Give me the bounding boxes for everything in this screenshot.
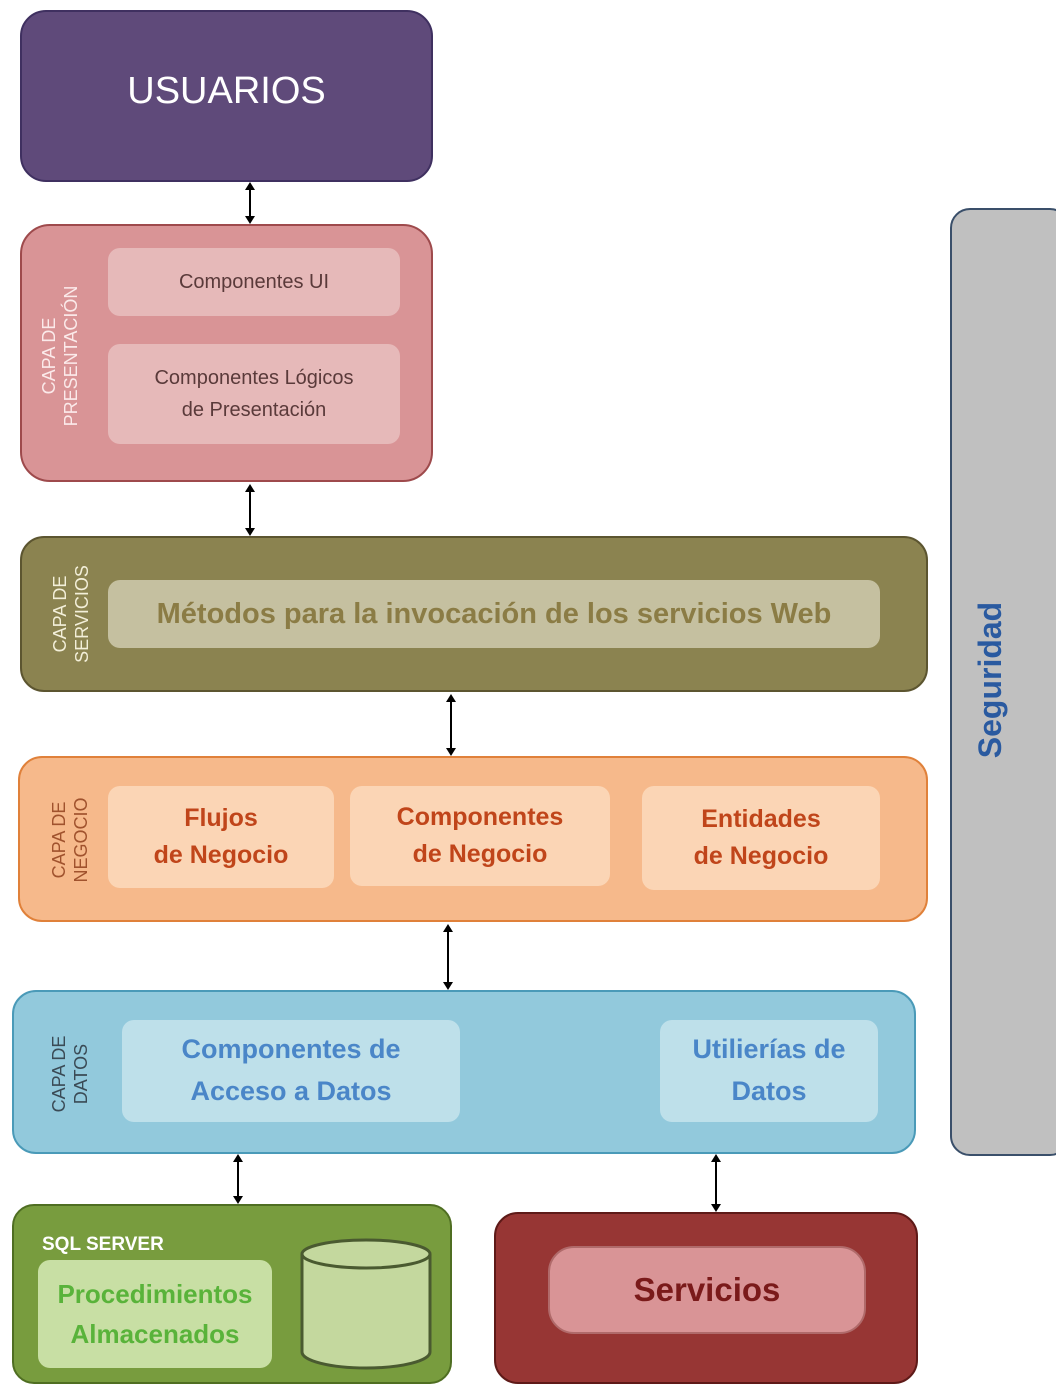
presentation-logic-components: Componentes Lógicos de Presentación	[108, 344, 400, 444]
business-flows-line2: de Negocio	[153, 841, 289, 869]
presentation-title-line1: CAPA DE	[38, 317, 59, 395]
business-flows: Flujos de Negocio	[108, 786, 334, 888]
presentation-title-line2: PRESENTACIÓN	[61, 285, 81, 427]
data-access-line1: Componentes de	[181, 1034, 401, 1065]
business-components: Componentes de Negocio	[350, 786, 610, 886]
services-layer: CAPA DE SERVICIOS Métodos para la invoca…	[20, 536, 928, 692]
presentation-layer: CAPA DE PRESENTACIÓN Componentes UI Comp…	[20, 224, 433, 482]
business-layer-title: CAPA DE NEGOCIO	[44, 772, 96, 908]
arrow-usuarios-presentacion	[245, 182, 255, 224]
security-bar: Seguridad	[950, 208, 1056, 1156]
business-entities-line1: Entidades	[701, 804, 821, 833]
arrow-servicios-negocio	[446, 694, 456, 756]
arrow-datos-sql	[233, 1154, 243, 1204]
arrow-datos-servicios	[711, 1154, 721, 1212]
stored-procedures-line1: Procedimientos	[57, 1278, 253, 1309]
data-utilities-line1: Utilierías de	[692, 1034, 846, 1065]
usuarios-label: USUARIOS	[127, 70, 326, 112]
data-layer: CAPA DE DATOS Componentes de Acceso a Da…	[12, 990, 916, 1154]
business-layer: CAPA DE NEGOCIO Flujos de Negocio Compon…	[18, 756, 928, 922]
external-services-box: Servicios	[494, 1212, 918, 1384]
data-utilities-line2: Datos	[731, 1076, 807, 1106]
business-entities: Entidades de Negocio	[642, 786, 880, 890]
database-cylinder-icon	[300, 1238, 432, 1370]
sql-server-box: SQL SERVER Procedimientos Almacenados	[12, 1204, 452, 1384]
data-access-line2: Acceso a Datos	[190, 1076, 392, 1106]
services-title-line1: CAPA DE	[49, 575, 70, 653]
business-flows-line1: Flujos	[184, 803, 258, 832]
web-services-methods: Métodos para la invocación de los servic…	[108, 580, 880, 648]
presentation-layer-title: CAPA DE PRESENTACIÓN	[34, 268, 86, 444]
security-label: Seguridad	[972, 601, 1008, 759]
external-services-label: Servicios	[633, 1271, 781, 1308]
usuarios-box: USUARIOS	[20, 10, 433, 182]
stored-procedures-line2: Almacenados	[70, 1319, 240, 1349]
business-components-line1: Componentes	[396, 802, 564, 831]
arrow-presentacion-servicios	[245, 484, 255, 536]
business-components-line2: de Negocio	[412, 840, 548, 868]
stored-procedures: Procedimientos Almacenados	[38, 1260, 272, 1368]
services-title-line2: SERVICIOS	[72, 565, 92, 663]
data-title-line1: CAPA DE	[48, 1035, 69, 1113]
external-services-inner: Servicios	[548, 1246, 866, 1334]
data-title-line2: DATOS	[71, 1043, 91, 1105]
ui-components-label: Componentes UI	[178, 270, 330, 293]
services-layer-title: CAPA DE SERVICIOS	[45, 547, 97, 681]
business-title-line2: NEGOCIO	[71, 797, 91, 883]
presentation-logic-line2: de Presentación	[181, 399, 327, 421]
sql-server-title: SQL SERVER	[42, 1234, 164, 1255]
arrow-negocio-datos	[443, 924, 453, 990]
ui-components: Componentes UI	[108, 248, 400, 316]
business-title-line1: CAPA DE	[48, 801, 69, 879]
data-access-components: Componentes de Acceso a Datos	[122, 1020, 460, 1122]
web-services-methods-label: Métodos para la invocación de los servic…	[156, 597, 832, 630]
data-utilities: Utilierías de Datos	[660, 1020, 878, 1122]
data-layer-title: CAPA DE DATOS	[44, 1010, 96, 1138]
presentation-logic-line1: Componentes Lógicos	[154, 367, 354, 389]
business-entities-line2: de Negocio	[693, 842, 829, 870]
